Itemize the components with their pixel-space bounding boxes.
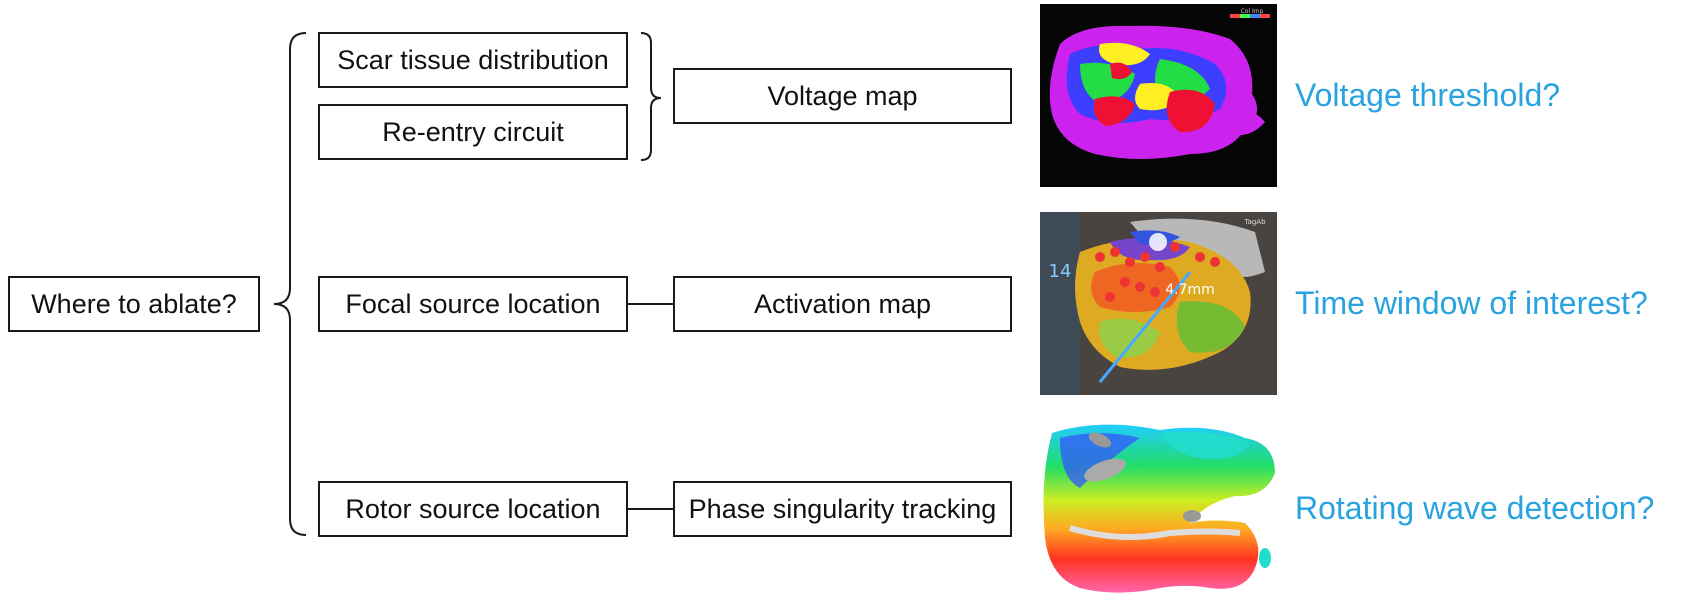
activation-map-tag: TagAb	[1243, 218, 1266, 226]
method-label: Voltage map	[767, 80, 918, 111]
question-rotating-wave: Rotating wave detection?	[1295, 490, 1654, 527]
method-box-phase: Phase singularity tracking	[673, 481, 1012, 537]
method-label: Activation map	[753, 288, 932, 319]
main-brace	[273, 32, 307, 536]
root-label: Where to ablate?	[31, 288, 237, 319]
question-label: Rotating wave detection?	[1295, 490, 1655, 526]
question-voltage-threshold: Voltage threshold?	[1295, 77, 1560, 114]
target-label: Focal source location	[345, 288, 601, 319]
voltage-map-image: Col Imp	[1040, 4, 1277, 187]
target-label: Scar tissue distribution	[337, 44, 609, 75]
target-box-rotor: Rotor source location	[318, 481, 628, 537]
activation-map-number: 14	[1049, 261, 1072, 282]
activation-map-measure: 4.7mm	[1165, 282, 1215, 298]
target-box-focal: Focal source location	[318, 276, 628, 332]
target-label: Rotor source location	[345, 493, 601, 524]
target-label: Re-entry circuit	[382, 116, 564, 147]
activation-map-image: 4.7mm 14 TagAb	[1040, 212, 1277, 395]
method-box-voltage: Voltage map	[673, 68, 1012, 124]
phase-singularity-image	[1040, 418, 1277, 601]
question-time-window: Time window of interest?	[1295, 285, 1648, 322]
method-label: Phase singularity tracking	[688, 493, 997, 524]
question-label: Voltage threshold?	[1295, 77, 1561, 113]
target-box-scar: Scar tissue distribution	[318, 32, 628, 88]
question-label: Time window of interest?	[1295, 285, 1648, 321]
root-box: Where to ablate?	[8, 276, 260, 332]
target-box-reentry: Re-entry circuit	[318, 104, 628, 160]
voltage-map-legend: Col Imp	[1241, 8, 1264, 15]
scar-reentry-brace	[640, 32, 662, 161]
method-box-activation: Activation map	[673, 276, 1012, 332]
